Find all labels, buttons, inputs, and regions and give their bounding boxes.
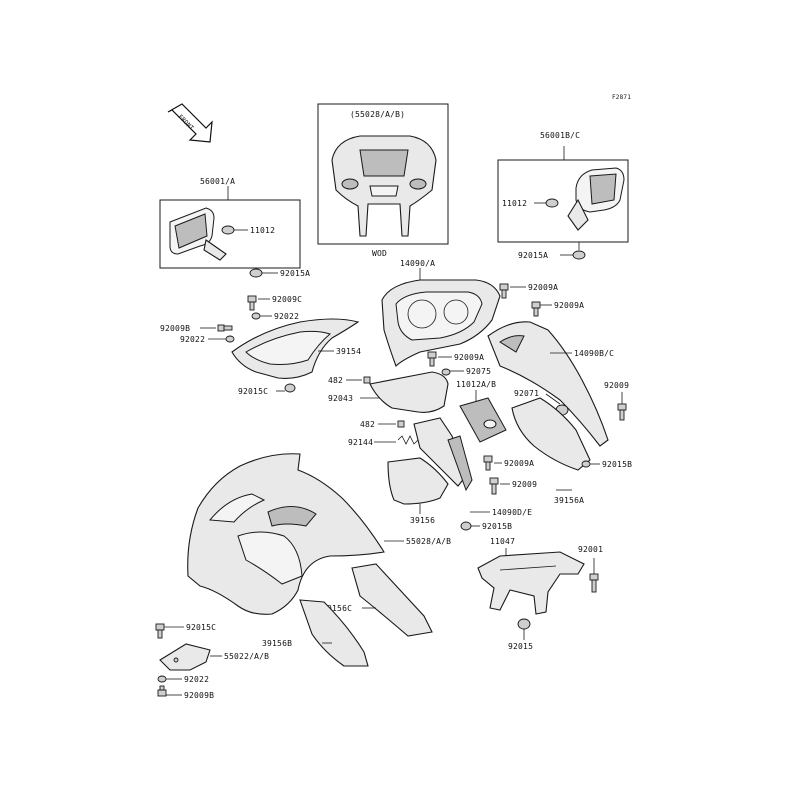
inner-panel-part-39156A (511, 397, 591, 471)
label-11012-left: 11012 (250, 226, 275, 235)
bolt-92009B-a (217, 324, 233, 332)
bolt-92009C (247, 295, 257, 311)
label-92043: 92043 (328, 394, 353, 403)
bracket-part-11047 (477, 551, 585, 615)
label-92015A-right: 92015A (518, 251, 548, 260)
label-14090DE: 14090D/E (492, 508, 532, 517)
label-92001: 92001 (578, 545, 603, 554)
label-92015: 92015 (508, 642, 533, 651)
label-11012-right: 11012 (502, 199, 527, 208)
label-92022-c: 92022 (184, 675, 209, 684)
bolt-92009-b (489, 477, 499, 495)
variant-label: WOD (372, 249, 387, 258)
upper-cowl-inset-box (317, 103, 449, 245)
label-92009-a: 92009 (604, 381, 629, 390)
label-92009C: 92009C (272, 295, 302, 304)
label-92009-b: 92009 (512, 480, 537, 489)
label-92015C-a: 92015C (238, 387, 268, 396)
label-482-a: 482 (328, 376, 343, 385)
bolt-92015C-b (155, 623, 165, 639)
label-92015A-left: 92015A (280, 269, 310, 278)
main-cowl-part-55028 (187, 453, 385, 615)
cover-part-11012AB (459, 397, 507, 443)
label-92009A-1: 92009A (528, 283, 558, 292)
label-92015B-b: 92015B (482, 522, 512, 531)
lower-panel-part-39156 (387, 457, 449, 505)
label-55028AB-inset: (55028/A/B) (350, 110, 405, 119)
label-92144: 92144 (348, 438, 373, 447)
left-mirror-part (169, 207, 227, 261)
label-14090BC: 14090B/C (574, 349, 614, 358)
upper-cowl-inset-part (331, 135, 437, 237)
label-56001BC: 56001B/C (540, 131, 580, 140)
meter-panel-part (381, 279, 501, 367)
bolt-92009A-1 (499, 283, 509, 299)
label-39156: 39156 (410, 516, 435, 525)
label-92009A-4: 92009A (504, 459, 534, 468)
spring-92144 (397, 435, 419, 445)
label-92009B-a: 92009B (160, 324, 190, 333)
bracket-part-92043 (369, 371, 449, 413)
label-92015B-a: 92015B (602, 460, 632, 469)
label-55022AB: 55022/A/B (224, 652, 269, 661)
label-92009B-b: 92009B (184, 691, 214, 700)
label-39156C: 39156C (322, 604, 352, 613)
figure-code: F2871 (612, 94, 631, 101)
label-55028AB: 55028/A/B (406, 537, 451, 546)
label-92022-b: 92022 (180, 335, 205, 344)
side-panel-part-39156C (351, 563, 433, 637)
label-92015C-b: 92015C (186, 623, 216, 632)
label-92009A-3: 92009A (454, 353, 484, 362)
label-11012AB: 11012A/B (456, 380, 496, 389)
side-cover-part-14090BC (487, 321, 609, 447)
label-92071: 92071 (514, 389, 539, 398)
windscreen-part-39154 (231, 318, 360, 379)
label-11047: 11047 (490, 537, 515, 546)
label-482-b: 482 (360, 420, 375, 429)
label-39154: 39154 (336, 347, 361, 356)
right-mirror-part (567, 167, 625, 231)
bolt-92001 (589, 573, 599, 593)
label-92022-a: 92022 (274, 312, 299, 321)
front-arrow-icon: FRONT (167, 103, 213, 143)
bolt-92009A-4 (483, 455, 493, 471)
bolt-92009A-2 (531, 301, 541, 317)
label-92075: 92075 (466, 367, 491, 376)
stay-part-55022AB (159, 643, 211, 671)
label-39156A: 39156A (554, 496, 584, 505)
left-mirror-inset-box (159, 199, 301, 269)
center-stay-part (413, 417, 473, 492)
right-mirror-inset-box (497, 159, 629, 243)
bolt-92009A-3 (427, 351, 437, 367)
bolt-92009B-b (157, 685, 167, 697)
label-14090A: 14090/A (400, 259, 435, 268)
label-39156B: 39156B (262, 639, 292, 648)
label-56001A: 56001/A (200, 177, 235, 186)
side-panel-part-39156B (299, 599, 369, 667)
label-92009A-2: 92009A (554, 301, 584, 310)
bolt-92009-a (617, 403, 627, 421)
